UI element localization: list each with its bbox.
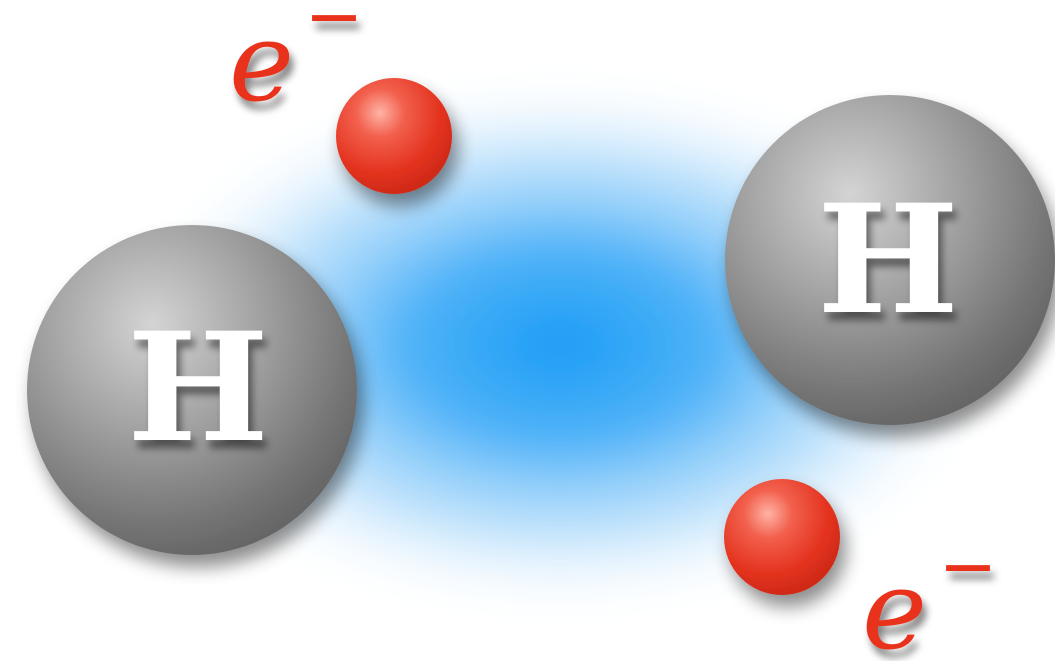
atom-label-left: H	[127, 300, 269, 476]
electron-symbol-bottom: e	[862, 546, 927, 661]
atom-sphere-left	[27, 225, 357, 555]
electron-sphere-top	[336, 78, 452, 194]
electron-sphere-bottom	[724, 479, 840, 595]
electron-bottom: e −	[724, 479, 997, 661]
electron-symbol-top: e	[229, 0, 294, 126]
hydrogen-atom-left: H	[27, 225, 357, 555]
electron-top: e −	[229, 0, 452, 194]
atom-sphere-right	[725, 95, 1055, 425]
electron-charge-top: −	[305, 0, 364, 57]
electron-charge-bottom: −	[939, 525, 998, 607]
atom-label-right: H	[817, 172, 959, 348]
hydrogen-atom-right: H	[725, 95, 1055, 425]
